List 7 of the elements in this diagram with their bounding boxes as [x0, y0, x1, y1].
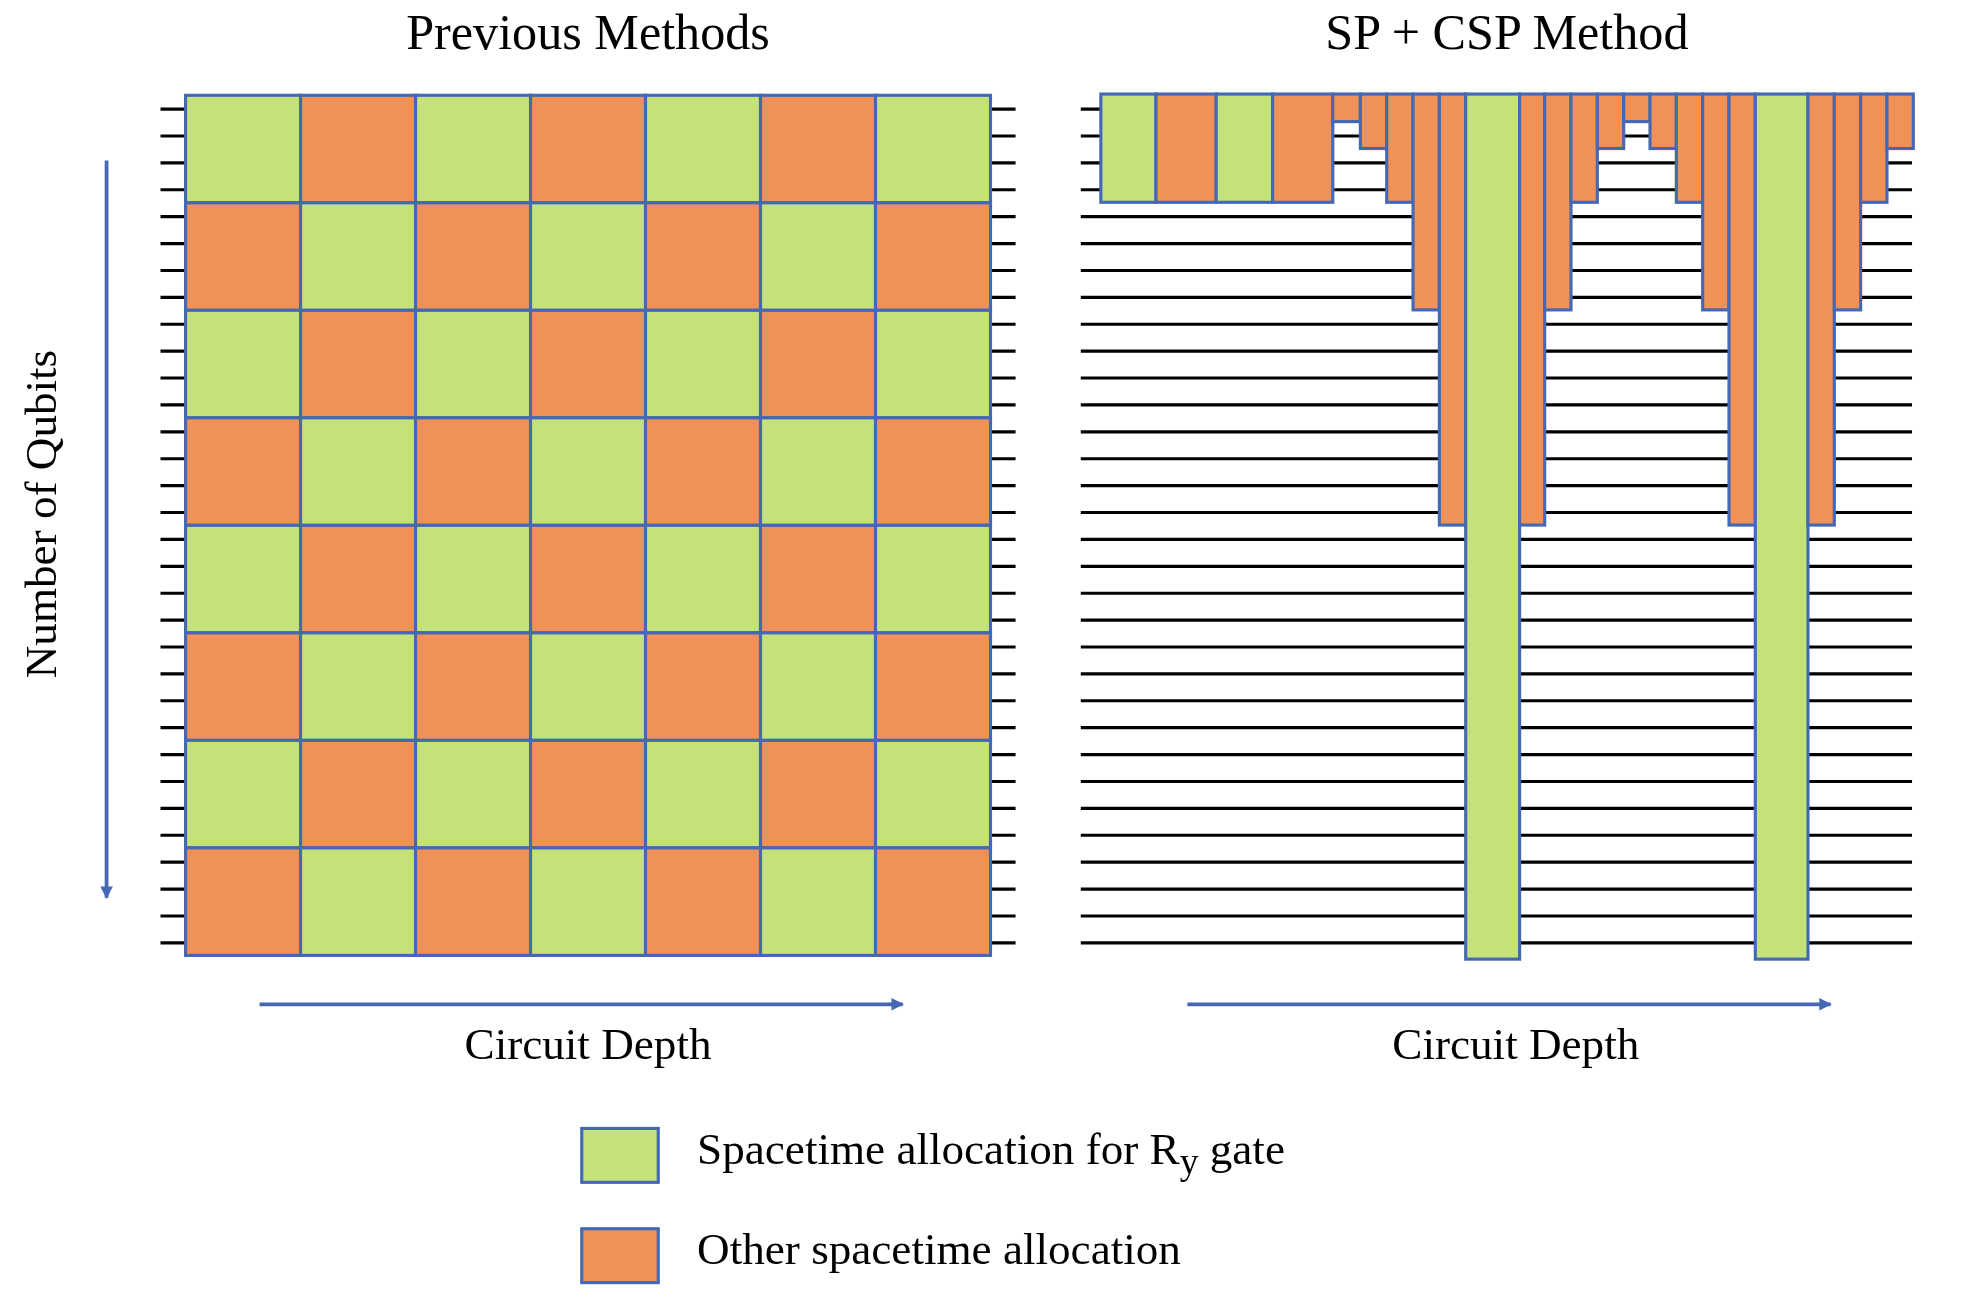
panel-title: SP + CSP Method [1325, 2, 1689, 62]
axis-label: Number of Qubits [15, 349, 68, 679]
legend-label: Other spacetime allocation [697, 1222, 1181, 1276]
axis-label: Circuit Depth [464, 1018, 712, 1071]
panel-title: Previous Methods [406, 2, 770, 62]
axis-label: Circuit Depth [1392, 1018, 1640, 1071]
legend-label: Spacetime allocation for R$_{y}$ gate [697, 1122, 1285, 1183]
